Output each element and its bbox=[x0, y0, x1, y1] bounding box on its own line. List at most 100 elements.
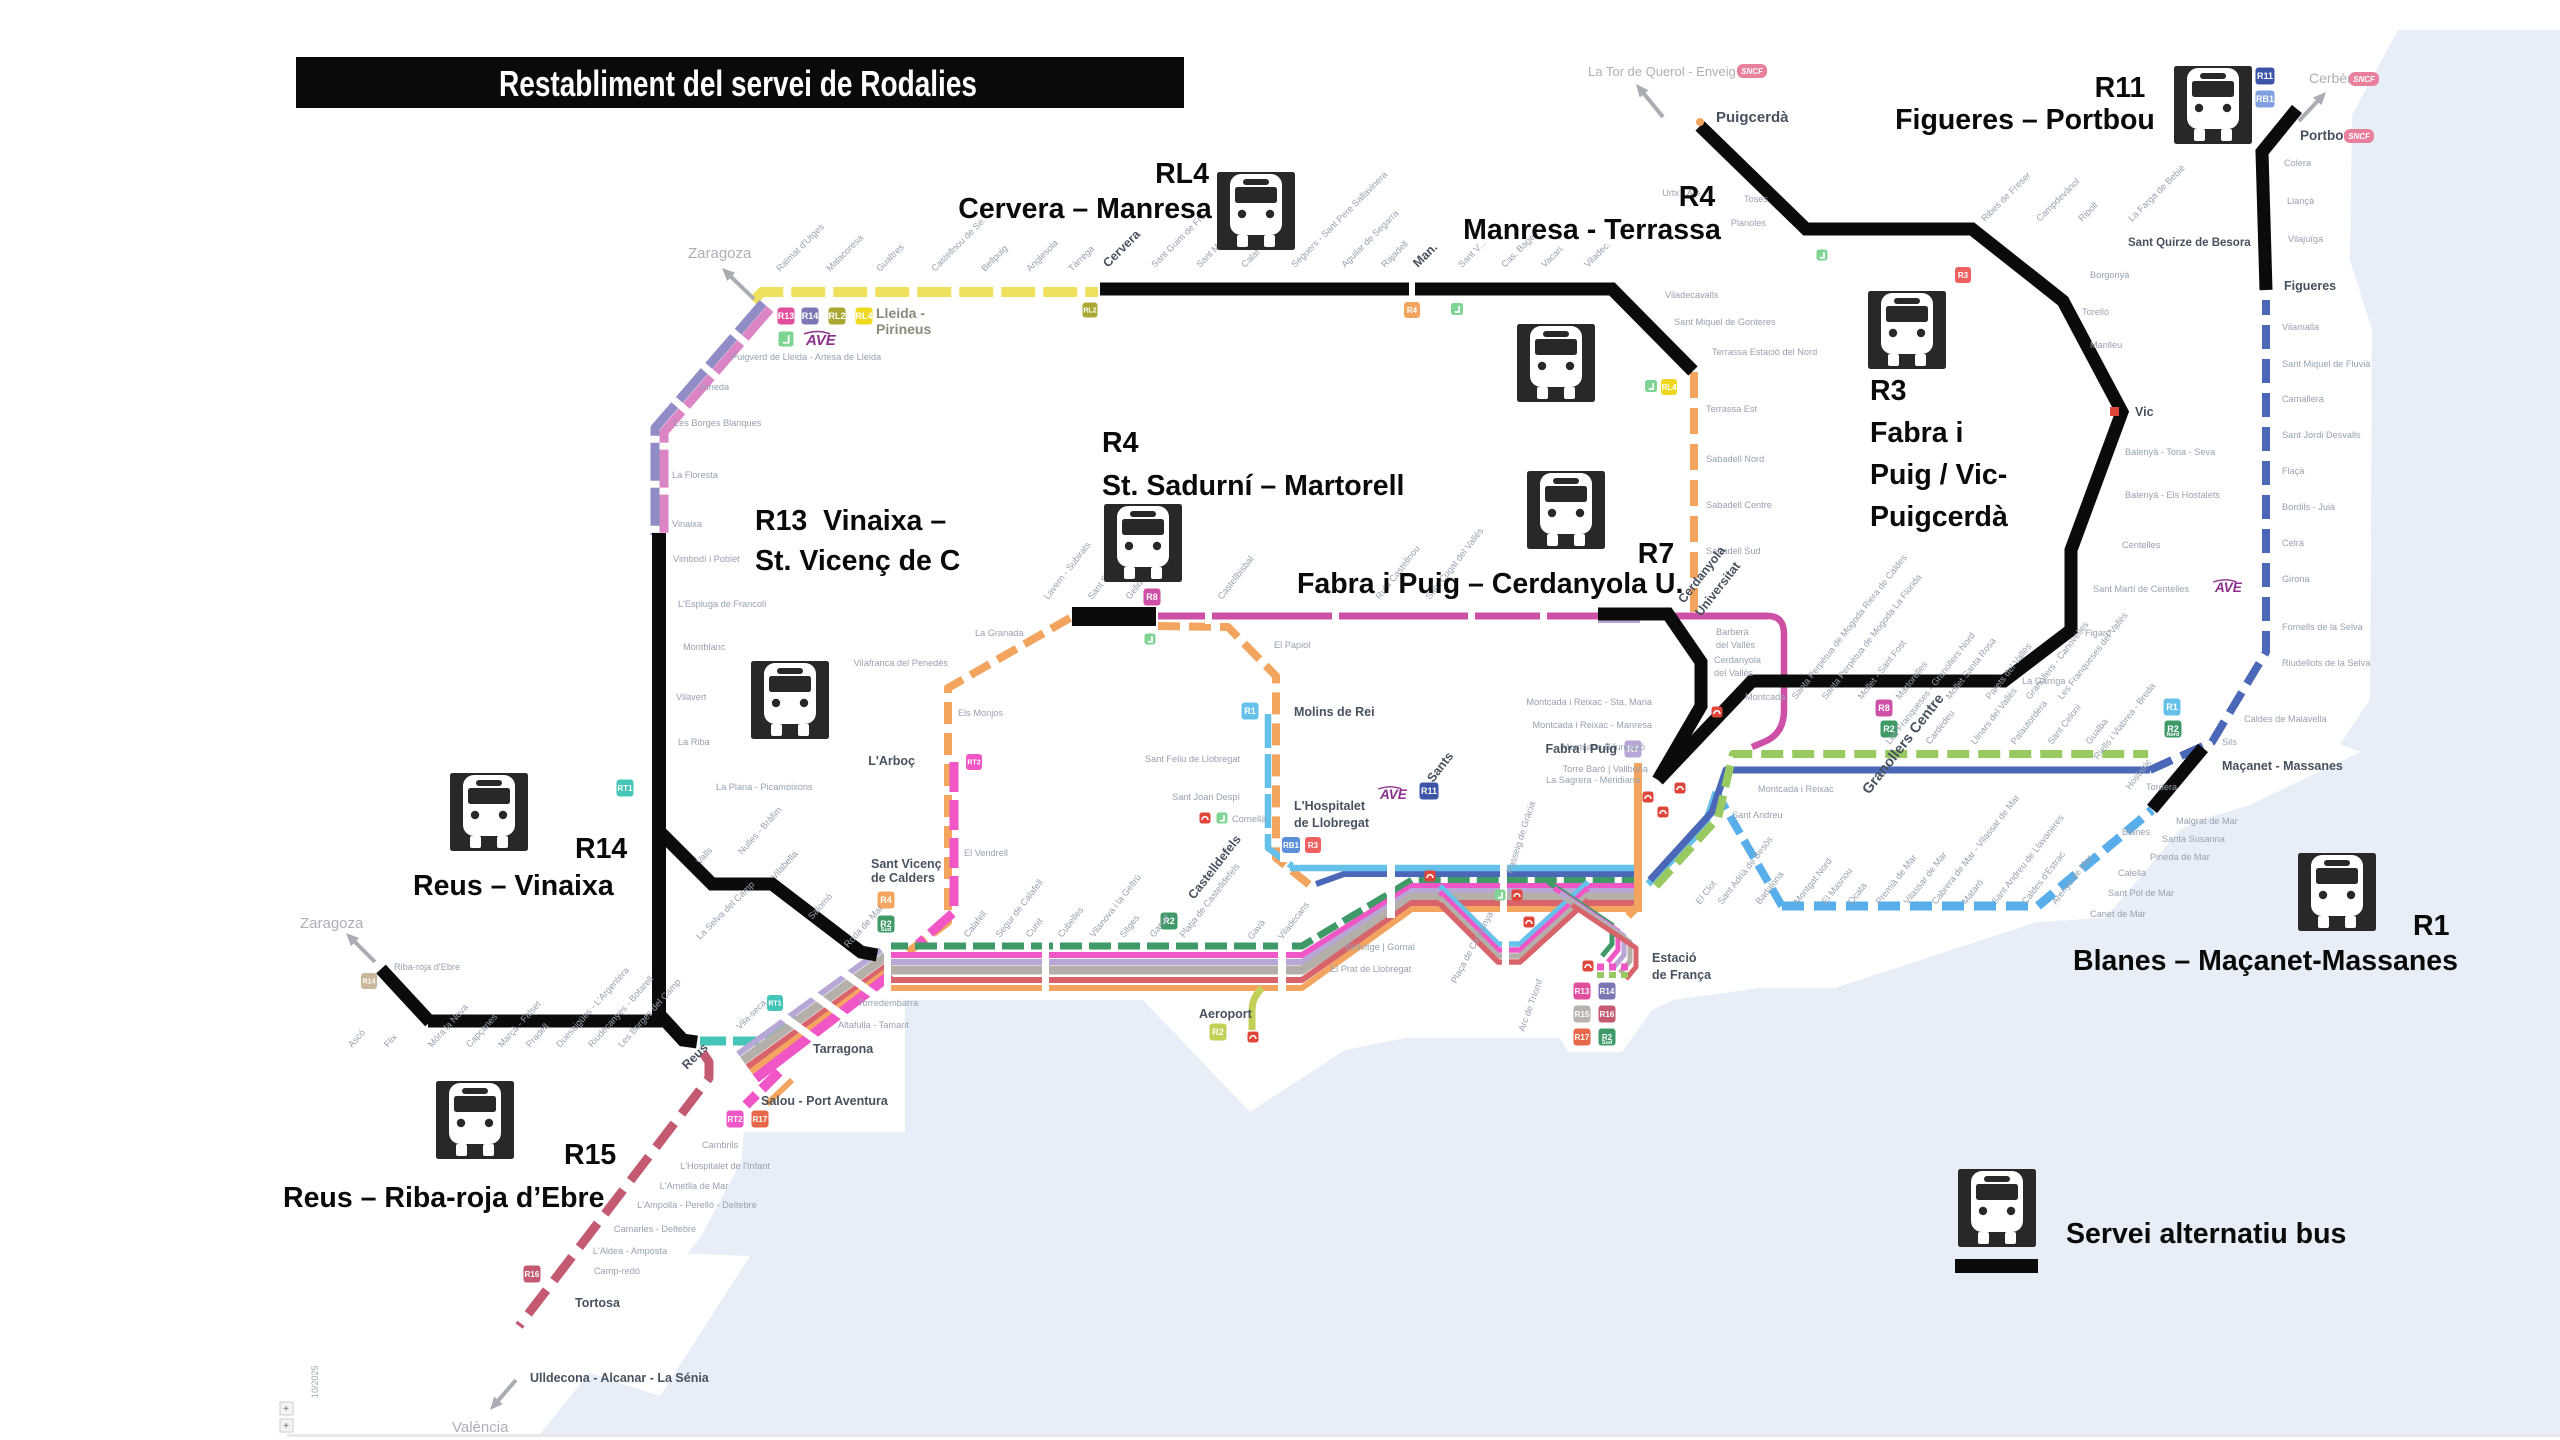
svg-text:Blanes: Blanes bbox=[2122, 827, 2150, 837]
svg-text:Vilavert: Vilavert bbox=[676, 692, 707, 702]
svg-text:Montcada i Reixac - Manresa: Montcada i Reixac - Manresa bbox=[1533, 720, 1653, 730]
svg-text:Cornellà: Cornellà bbox=[1232, 814, 1267, 824]
svg-text:Ribes de Freser: Ribes de Freser bbox=[1979, 170, 2032, 223]
svg-text:R17: R17 bbox=[753, 1115, 768, 1124]
svg-text:Vinaixa: Vinaixa bbox=[672, 519, 703, 529]
svg-text:Tortosa: Tortosa bbox=[575, 1296, 621, 1310]
svg-text:de França: de França bbox=[1652, 968, 1712, 982]
svg-text:Juneda: Juneda bbox=[699, 382, 730, 392]
svg-text:Camp-redó: Camp-redó bbox=[594, 1266, 640, 1276]
svg-text:Sant Joan Despí: Sant Joan Despí bbox=[1172, 792, 1240, 802]
svg-text:Montcada Bifurcació: Montcada Bifurcació bbox=[1562, 742, 1645, 752]
svg-text:La Sagrera - Meridiana: La Sagrera - Meridiana bbox=[1546, 775, 1641, 785]
svg-text:Fornells de la Selva: Fornells de la Selva bbox=[2282, 622, 2364, 632]
svg-text:Terrassa Est: Terrassa Est bbox=[1706, 404, 1758, 414]
svg-text:R4: R4 bbox=[1407, 306, 1418, 315]
svg-text:R1: R1 bbox=[2166, 702, 2178, 712]
svg-text:Terrassa Estació del Nord: Terrassa Estació del Nord bbox=[1712, 347, 1817, 357]
svg-text:St. Vicenç de C: St. Vicenç de C bbox=[755, 545, 960, 577]
svg-text:AVE: AVE bbox=[1379, 787, 1408, 802]
svg-text:Sant Celoni: Sant Celoni bbox=[2046, 703, 2083, 747]
svg-text:Flix: Flix bbox=[382, 1032, 399, 1050]
svg-text:Vilabella: Vilabella bbox=[769, 848, 800, 881]
svg-text:R4: R4 bbox=[880, 895, 892, 905]
svg-text:R16: R16 bbox=[525, 1270, 540, 1279]
svg-text:Tordera: Tordera bbox=[2146, 782, 2178, 792]
svg-text:RT2: RT2 bbox=[727, 1115, 743, 1124]
svg-text:Colera: Colera bbox=[2284, 158, 2312, 168]
svg-text:El Clot: El Clot bbox=[1694, 878, 1719, 906]
svg-text:La Tor de Querol - Enveig: La Tor de Querol - Enveig bbox=[1588, 64, 1736, 79]
svg-text:SNCF: SNCF bbox=[1741, 67, 1764, 76]
svg-text:L'Ampolla - Perelló - Deltebre: L'Ampolla - Perelló - Deltebre bbox=[637, 1200, 757, 1210]
svg-text:Barberà: Barberà bbox=[1716, 627, 1750, 637]
svg-text:Fabra i Puig: Fabra i Puig bbox=[1545, 742, 1617, 756]
svg-text:Montblanc: Montblanc bbox=[683, 642, 726, 652]
svg-text:Malgrat de Mar: Malgrat de Mar bbox=[2176, 816, 2238, 826]
svg-text:Manresa - Terrassa: Manresa - Terrassa bbox=[1463, 214, 1722, 246]
svg-text:RT2: RT2 bbox=[967, 760, 980, 767]
svg-text:Torelló: Torelló bbox=[2082, 307, 2109, 317]
svg-text:Bellpuig: Bellpuig bbox=[979, 243, 1009, 273]
svg-text:R14: R14 bbox=[363, 979, 376, 986]
svg-text:Cunit: Cunit bbox=[1024, 916, 1045, 939]
svg-text:RL4: RL4 bbox=[855, 311, 872, 321]
svg-text:Montcada i Reixac - Sta. Maria: Montcada i Reixac - Sta. Maria bbox=[1526, 697, 1653, 707]
svg-text:Celrà: Celrà bbox=[2282, 538, 2305, 548]
svg-text:Calafell: Calafell bbox=[962, 909, 989, 939]
svg-text:Blanes – Maçanet-Massanes: Blanes – Maçanet-Massanes bbox=[2073, 945, 2458, 977]
svg-text:Cerdanyola: Cerdanyola bbox=[1714, 655, 1762, 665]
svg-text:Riba-roja d'Ebre: Riba-roja d'Ebre bbox=[394, 962, 460, 972]
svg-text:Vilajuïga: Vilajuïga bbox=[2288, 234, 2324, 244]
svg-text:Sant Miquel de Fluvià: Sant Miquel de Fluvià bbox=[2282, 359, 2371, 369]
svg-text:R3: R3 bbox=[1870, 375, 1906, 407]
svg-text:R2: R2 bbox=[880, 919, 892, 929]
svg-text:Sant Quirze de Besora: Sant Quirze de Besora bbox=[2128, 237, 2251, 249]
svg-text:St. Sadurní – Martorell: St. Sadurní – Martorell bbox=[1102, 470, 1404, 502]
svg-text:Sant Andreu: Sant Andreu bbox=[1732, 810, 1783, 820]
svg-text:Ripoll: Ripoll bbox=[2076, 200, 2099, 223]
svg-text:R15: R15 bbox=[564, 1139, 616, 1171]
svg-text:La Granada: La Granada bbox=[975, 628, 1024, 638]
svg-text:Reus – Riba-roja d’Ebre: Reus – Riba-roja d’Ebre bbox=[283, 1182, 605, 1214]
svg-text:R13: R13 bbox=[778, 311, 795, 321]
svg-text:R4: R4 bbox=[1102, 427, 1139, 459]
svg-text:Cubelles: Cubelles bbox=[1056, 905, 1086, 940]
svg-text:R11: R11 bbox=[1421, 786, 1437, 796]
svg-text:RL4: RL4 bbox=[1661, 383, 1677, 392]
svg-text:Sant Feliu de Llobregat: Sant Feliu de Llobregat bbox=[1145, 754, 1240, 764]
svg-text:Puigcerdà: Puigcerdà bbox=[1870, 501, 2008, 533]
svg-text:Girona: Girona bbox=[2282, 574, 2310, 584]
svg-text:Puigverd de Lleida - Artesa de: Puigverd de Lleida - Artesa de Lleida bbox=[731, 352, 882, 362]
svg-text:Sud: Sud bbox=[1602, 1040, 1612, 1046]
svg-text:Sant Vicenç: Sant Vicenç bbox=[871, 857, 942, 871]
svg-text:Portbou: Portbou bbox=[2300, 128, 2352, 143]
svg-text:Llançà: Llançà bbox=[2287, 196, 2315, 206]
svg-text:Vic: Vic bbox=[2135, 405, 2154, 419]
svg-text:R2: R2 bbox=[1212, 1027, 1224, 1037]
svg-text:Figueres: Figueres bbox=[2284, 279, 2336, 293]
svg-text:R14: R14 bbox=[802, 311, 819, 321]
svg-text:Montcada: Montcada bbox=[1745, 692, 1786, 702]
svg-text:L'Hospitalet: L'Hospitalet bbox=[1294, 799, 1366, 813]
svg-text:Torredembarra: Torredembarra bbox=[858, 998, 919, 1008]
svg-text:Sant Martí de Centelles: Sant Martí de Centelles bbox=[2093, 584, 2189, 594]
svg-text:Camarles - Deltebre: Camarles - Deltebre bbox=[614, 1224, 696, 1234]
svg-text:El Papiol: El Papiol bbox=[1274, 640, 1310, 650]
svg-text:Viladecavalls: Viladecavalls bbox=[1665, 290, 1719, 300]
svg-text:L'Espluga de Francolí: L'Espluga de Francolí bbox=[678, 599, 767, 609]
svg-text:Gavà: Gavà bbox=[1246, 917, 1268, 941]
svg-text:Torre Baró | Vallbona: Torre Baró | Vallbona bbox=[1563, 764, 1649, 774]
svg-text:Toses: Toses bbox=[1744, 194, 1768, 204]
svg-text:R11: R11 bbox=[2257, 71, 2273, 81]
svg-text:Sabadell Nord: Sabadell Nord bbox=[1706, 454, 1764, 464]
svg-text:Campdevànol: Campdevànol bbox=[2034, 176, 2081, 223]
svg-text:R1: R1 bbox=[1244, 706, 1256, 716]
svg-text:Santa Susanna: Santa Susanna bbox=[2162, 834, 2226, 844]
svg-text:Zaragoza: Zaragoza bbox=[300, 915, 364, 932]
svg-text:Seguers - Sant Pere Sallaviner: Seguers - Sant Pere Sallavinera bbox=[1289, 169, 1390, 270]
svg-text:Aeroport: Aeroport bbox=[1199, 1007, 1253, 1021]
svg-text:R1: R1 bbox=[2413, 910, 2450, 942]
svg-text:Nord: Nord bbox=[2167, 732, 2180, 738]
svg-text:Servei alternatiu bus: Servei alternatiu bus bbox=[2066, 1218, 2346, 1250]
